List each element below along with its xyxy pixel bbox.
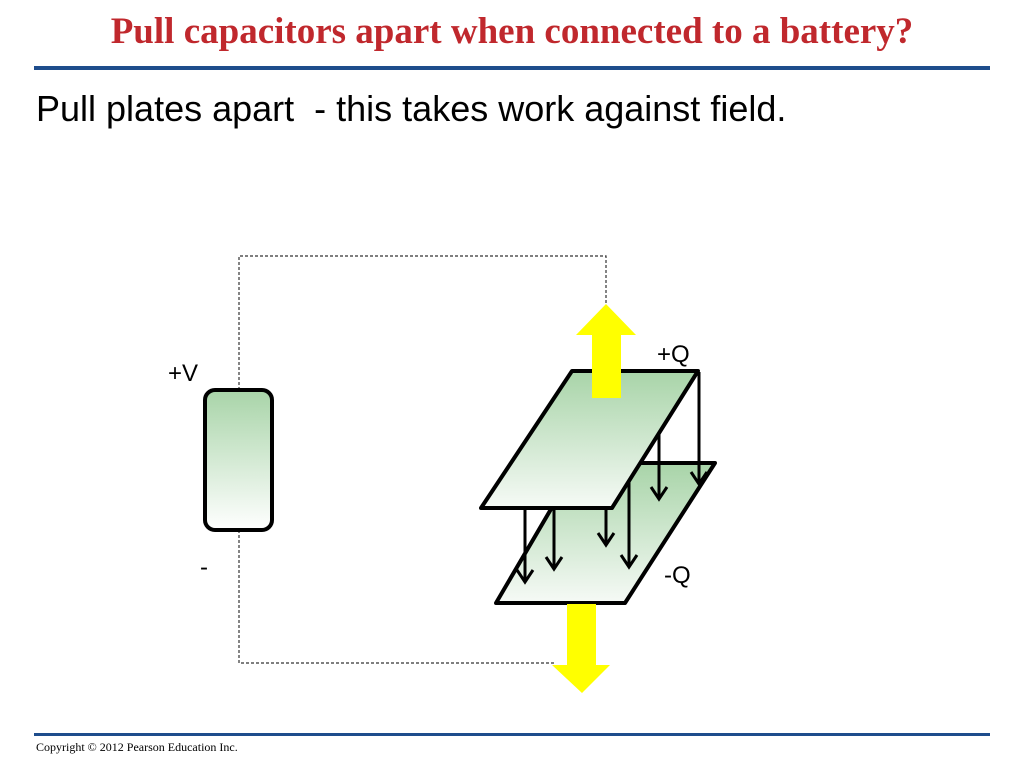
field-arrow: [515, 508, 535, 585]
battery-positive-label: +V: [168, 360, 198, 387]
slide-title: Pull capacitors apart when connected to …: [110, 11, 914, 52]
battery-negative-label: -: [200, 554, 208, 581]
top-plate-label: +Q: [657, 341, 690, 368]
pull-up-arrow: [576, 304, 636, 398]
bottom-plate-label: -Q: [664, 562, 691, 589]
field-arrows: [515, 372, 709, 585]
footer-divider: [34, 733, 990, 736]
field-arrow: [689, 372, 709, 487]
slide-subtitle: Pull plates apart - this takes work agai…: [36, 88, 787, 129]
copyright-footer: Copyright © 2012 Pearson Education Inc.: [36, 740, 238, 754]
field-arrow: [649, 430, 669, 502]
pull-down-arrow: [552, 604, 610, 693]
field-arrow: [619, 470, 639, 570]
capacitor-top-plate: [479, 369, 700, 510]
title-divider: [34, 66, 990, 70]
field-arrow: [544, 508, 564, 572]
battery-icon: [203, 388, 274, 532]
field-arrow: [596, 508, 616, 548]
